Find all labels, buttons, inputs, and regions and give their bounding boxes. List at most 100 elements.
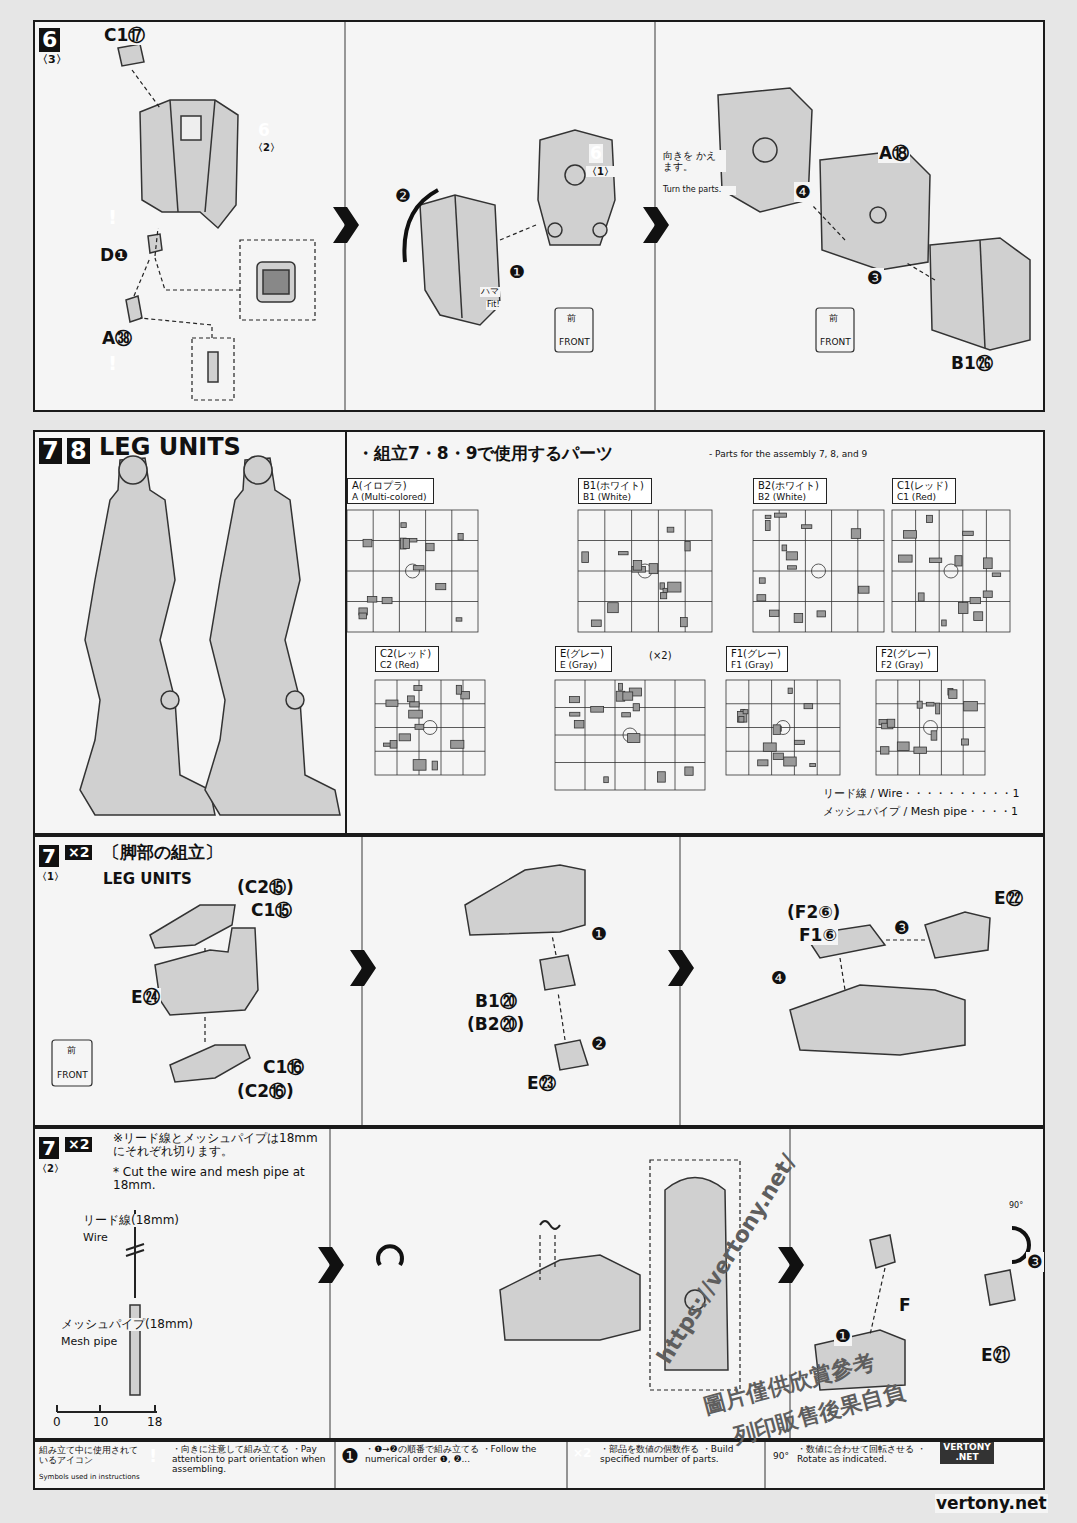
part-number: E㉑	[980, 1346, 1011, 1365]
illustration-shape	[204, 945, 205, 952]
runner-name: C1 (Red)	[897, 492, 951, 502]
runner-line	[897, 742, 909, 751]
step-number: 〈2〉	[252, 142, 281, 153]
illustration-shape	[33, 20, 1045, 412]
runner-line	[892, 540, 1010, 541]
order-number: ❸	[1026, 1252, 1044, 1272]
part-number: C1⑯	[262, 1058, 305, 1077]
runner-line	[413, 566, 424, 570]
illustration-shape	[286, 691, 304, 709]
runner-line	[397, 680, 398, 775]
runner-name: A (Multi-colored)	[352, 492, 429, 502]
runner-line	[649, 564, 658, 574]
runner-line	[817, 680, 818, 775]
legend-icon: ×2	[572, 1447, 592, 1460]
runner-line	[399, 734, 410, 741]
runner-label: F1(グレー)F1 (Gray)	[726, 646, 788, 672]
runner-line	[615, 680, 616, 790]
runner-line	[858, 586, 869, 593]
illustration-shape	[558, 992, 565, 1040]
runner-line	[451, 510, 452, 632]
order-number: ❸	[893, 918, 911, 938]
illustration-shape	[554, 1235, 555, 1270]
illustration-shape	[778, 1247, 804, 1283]
runner-line	[726, 727, 840, 728]
illustration-shape	[154, 1405, 156, 1412]
front-label: FRONT	[819, 338, 852, 348]
runner-line	[591, 620, 601, 627]
illustration-shape	[500, 225, 536, 240]
legend-icon: !	[148, 1446, 158, 1466]
illustration-shape	[33, 430, 1045, 1490]
illustration-shape	[318, 1247, 344, 1283]
illustration-shape	[333, 207, 359, 243]
illustration-shape	[420, 195, 500, 325]
part-number: B1㉖	[950, 354, 994, 373]
runner-line	[857, 510, 858, 632]
runner-line	[915, 510, 916, 632]
runner-line	[753, 510, 884, 632]
runner-line	[726, 680, 840, 775]
illustration-shape	[148, 234, 162, 253]
runner-line	[436, 584, 446, 590]
runner-line	[763, 743, 776, 751]
runner-line	[936, 703, 940, 714]
part-number: D❶	[99, 246, 130, 265]
runner-name: F1(グレー)	[731, 648, 783, 660]
runner-line	[461, 691, 470, 698]
runner-line	[604, 510, 605, 632]
legend-text: ・部品を数値の個数作る ・Build specified number of p…	[600, 1444, 760, 1464]
runner-line	[771, 680, 772, 775]
part-number: A㊳	[101, 329, 133, 348]
illustration-shape	[170, 100, 178, 212]
heading-text: 7	[39, 438, 62, 464]
runner-line	[748, 680, 749, 775]
runner-line	[904, 531, 917, 539]
runner-line	[770, 610, 779, 616]
legend-text: ・向きに注意して組み立てる ・Pay attention to part ori…	[172, 1444, 330, 1474]
order-number: ❹	[770, 968, 788, 988]
illustration-shape	[552, 935, 556, 955]
runner-line	[892, 571, 1010, 572]
runner-line	[386, 700, 398, 706]
runner-name: C2 (Red)	[380, 660, 434, 670]
illustration-shape	[885, 939, 925, 940]
runner-line	[415, 724, 424, 729]
runner-line	[409, 710, 423, 718]
runner-line	[782, 545, 787, 551]
front-label: FRONT	[558, 338, 591, 348]
illustration-shape	[132, 70, 160, 108]
runner-line	[961, 739, 968, 745]
illustration-shape	[870, 207, 886, 223]
pipe-label: Mesh pipe	[60, 1336, 118, 1348]
runner-line	[413, 760, 426, 771]
order-number: ❸	[866, 268, 884, 288]
illustration-shape	[140, 100, 238, 228]
runner-line	[897, 680, 898, 775]
illustration-shape	[155, 928, 258, 1015]
runner-line	[604, 777, 609, 783]
panel-ground	[33, 20, 1045, 1490]
illustration-shape	[161, 691, 179, 709]
runner-line	[926, 702, 934, 706]
runner-line	[759, 578, 765, 583]
runner-line	[578, 510, 712, 632]
runner-line	[876, 680, 985, 775]
front-label: 前	[828, 314, 839, 324]
runner-line	[939, 510, 940, 632]
front-label: 前	[66, 1046, 77, 1056]
runner-line	[408, 696, 415, 702]
illustration-shape	[465, 865, 585, 935]
runner-line	[917, 701, 922, 708]
runner-line	[645, 680, 646, 790]
legend-text: ・数値に合わせて回転させる ・Rotate as indicated.	[797, 1444, 933, 1464]
runner-line	[578, 601, 712, 602]
runner-line	[812, 564, 826, 578]
illustration-shape	[126, 1250, 144, 1256]
runner-line	[359, 613, 367, 619]
runner-line	[619, 552, 629, 555]
illustration-shape	[257, 262, 295, 302]
runner-line	[622, 713, 631, 717]
illustration-shape	[208, 352, 218, 382]
illustration-shape	[205, 100, 215, 212]
